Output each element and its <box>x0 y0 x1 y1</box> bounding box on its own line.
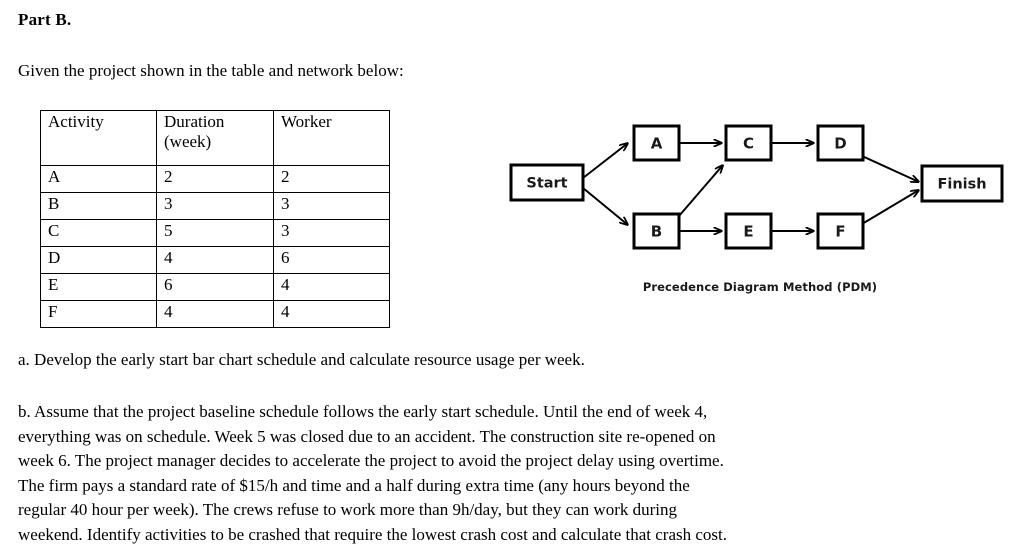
node-f[interactable]: F <box>816 212 865 250</box>
cell-activity: D <box>40 246 157 274</box>
question-a: a. Develop the early start bar chart sch… <box>18 350 585 369</box>
cell-worker: 3 <box>273 219 390 247</box>
cell-duration: 2 <box>156 165 274 193</box>
diagram-edges <box>582 143 919 231</box>
node-d[interactable]: D <box>816 124 865 162</box>
question-b-line: regular 40 hour per week). The crews ref… <box>18 500 678 519</box>
diagram-caption: Precedence Diagram Method (PDM) <box>642 280 878 294</box>
table-body: A 2 2 B 3 3 C 5 3 D 4 6 E 6 4 F 4 4 <box>40 165 390 328</box>
column-header-worker: Worker <box>273 110 390 166</box>
edge-f-to-finish <box>861 190 919 225</box>
precedence-network-diagram: Start A B C E D <box>495 112 1025 302</box>
column-header-duration-line2: (week) <box>164 132 212 152</box>
cell-activity: A <box>40 165 157 193</box>
question-b-line: everything was on schedule. Week 5 was c… <box>18 426 716 446</box>
edge-start-to-a <box>582 143 628 179</box>
node-a[interactable]: A <box>632 124 681 162</box>
diagram-nodes: Start A B C E D <box>509 124 1004 250</box>
cell-activity: F <box>40 300 157 328</box>
table-header: Activity Duration (week) Worker <box>40 110 390 166</box>
node-start[interactable]: Start <box>509 163 585 202</box>
node-d-label: D <box>834 135 846 153</box>
cell-activity: E <box>40 273 157 301</box>
intro-paragraph: Given the project shown in the table and… <box>18 61 404 80</box>
cell-activity: C <box>40 219 157 247</box>
node-b-label: B <box>651 223 662 241</box>
node-start-label: Start <box>526 176 567 192</box>
edge-d-to-finish <box>861 155 919 182</box>
table-row: F 4 4 <box>40 300 390 328</box>
cell-worker: 3 <box>273 192 390 220</box>
node-finish[interactable]: Finish <box>920 164 1004 203</box>
question-b-line: week 6. The project manager decides to a… <box>18 451 724 470</box>
cell-duration: 4 <box>156 246 274 274</box>
question-b-line: The firm pays a standard rate of $15/h a… <box>18 475 690 495</box>
question-b-line: b. Assume that the project baseline sche… <box>18 402 708 421</box>
cell-worker: 2 <box>273 165 390 193</box>
table-header-row: Activity Duration (week) Worker <box>40 110 390 166</box>
cell-activity: B <box>40 192 157 220</box>
edge-start-to-b <box>582 187 628 225</box>
cell-duration: 6 <box>156 273 274 301</box>
activity-table: Activity Duration (week) Worker A 2 2 B … <box>40 110 390 328</box>
column-header-duration: Duration (week) <box>156 110 274 166</box>
cell-worker: 4 <box>273 300 390 328</box>
cell-worker: 4 <box>273 273 390 301</box>
question-b: b. Assume that the project baseline sche… <box>18 400 1018 547</box>
column-header-activity: Activity <box>40 110 157 166</box>
node-b[interactable]: B <box>632 212 681 250</box>
table-row: C 5 3 <box>40 219 390 247</box>
node-f-label: F <box>835 223 845 241</box>
cell-duration: 5 <box>156 219 274 247</box>
question-b-line: weekend. Identify activities to be crash… <box>18 524 727 544</box>
table-row: D 4 6 <box>40 246 390 274</box>
cell-duration: 3 <box>156 192 274 220</box>
node-finish-label: Finish <box>937 177 986 193</box>
column-header-duration-line1: Duration <box>164 112 225 131</box>
node-e[interactable]: E <box>724 212 773 250</box>
table-row: B 3 3 <box>40 192 390 220</box>
node-c-label: C <box>743 135 754 153</box>
edge-b-to-c <box>678 165 723 217</box>
page-title: Part B. <box>18 10 72 29</box>
node-c[interactable]: C <box>724 124 773 162</box>
cell-worker: 6 <box>273 246 390 274</box>
node-e-label: E <box>743 223 753 241</box>
table-row: A 2 2 <box>40 165 390 193</box>
table-row: E 6 4 <box>40 273 390 301</box>
cell-duration: 4 <box>156 300 274 328</box>
node-a-label: A <box>651 135 663 153</box>
